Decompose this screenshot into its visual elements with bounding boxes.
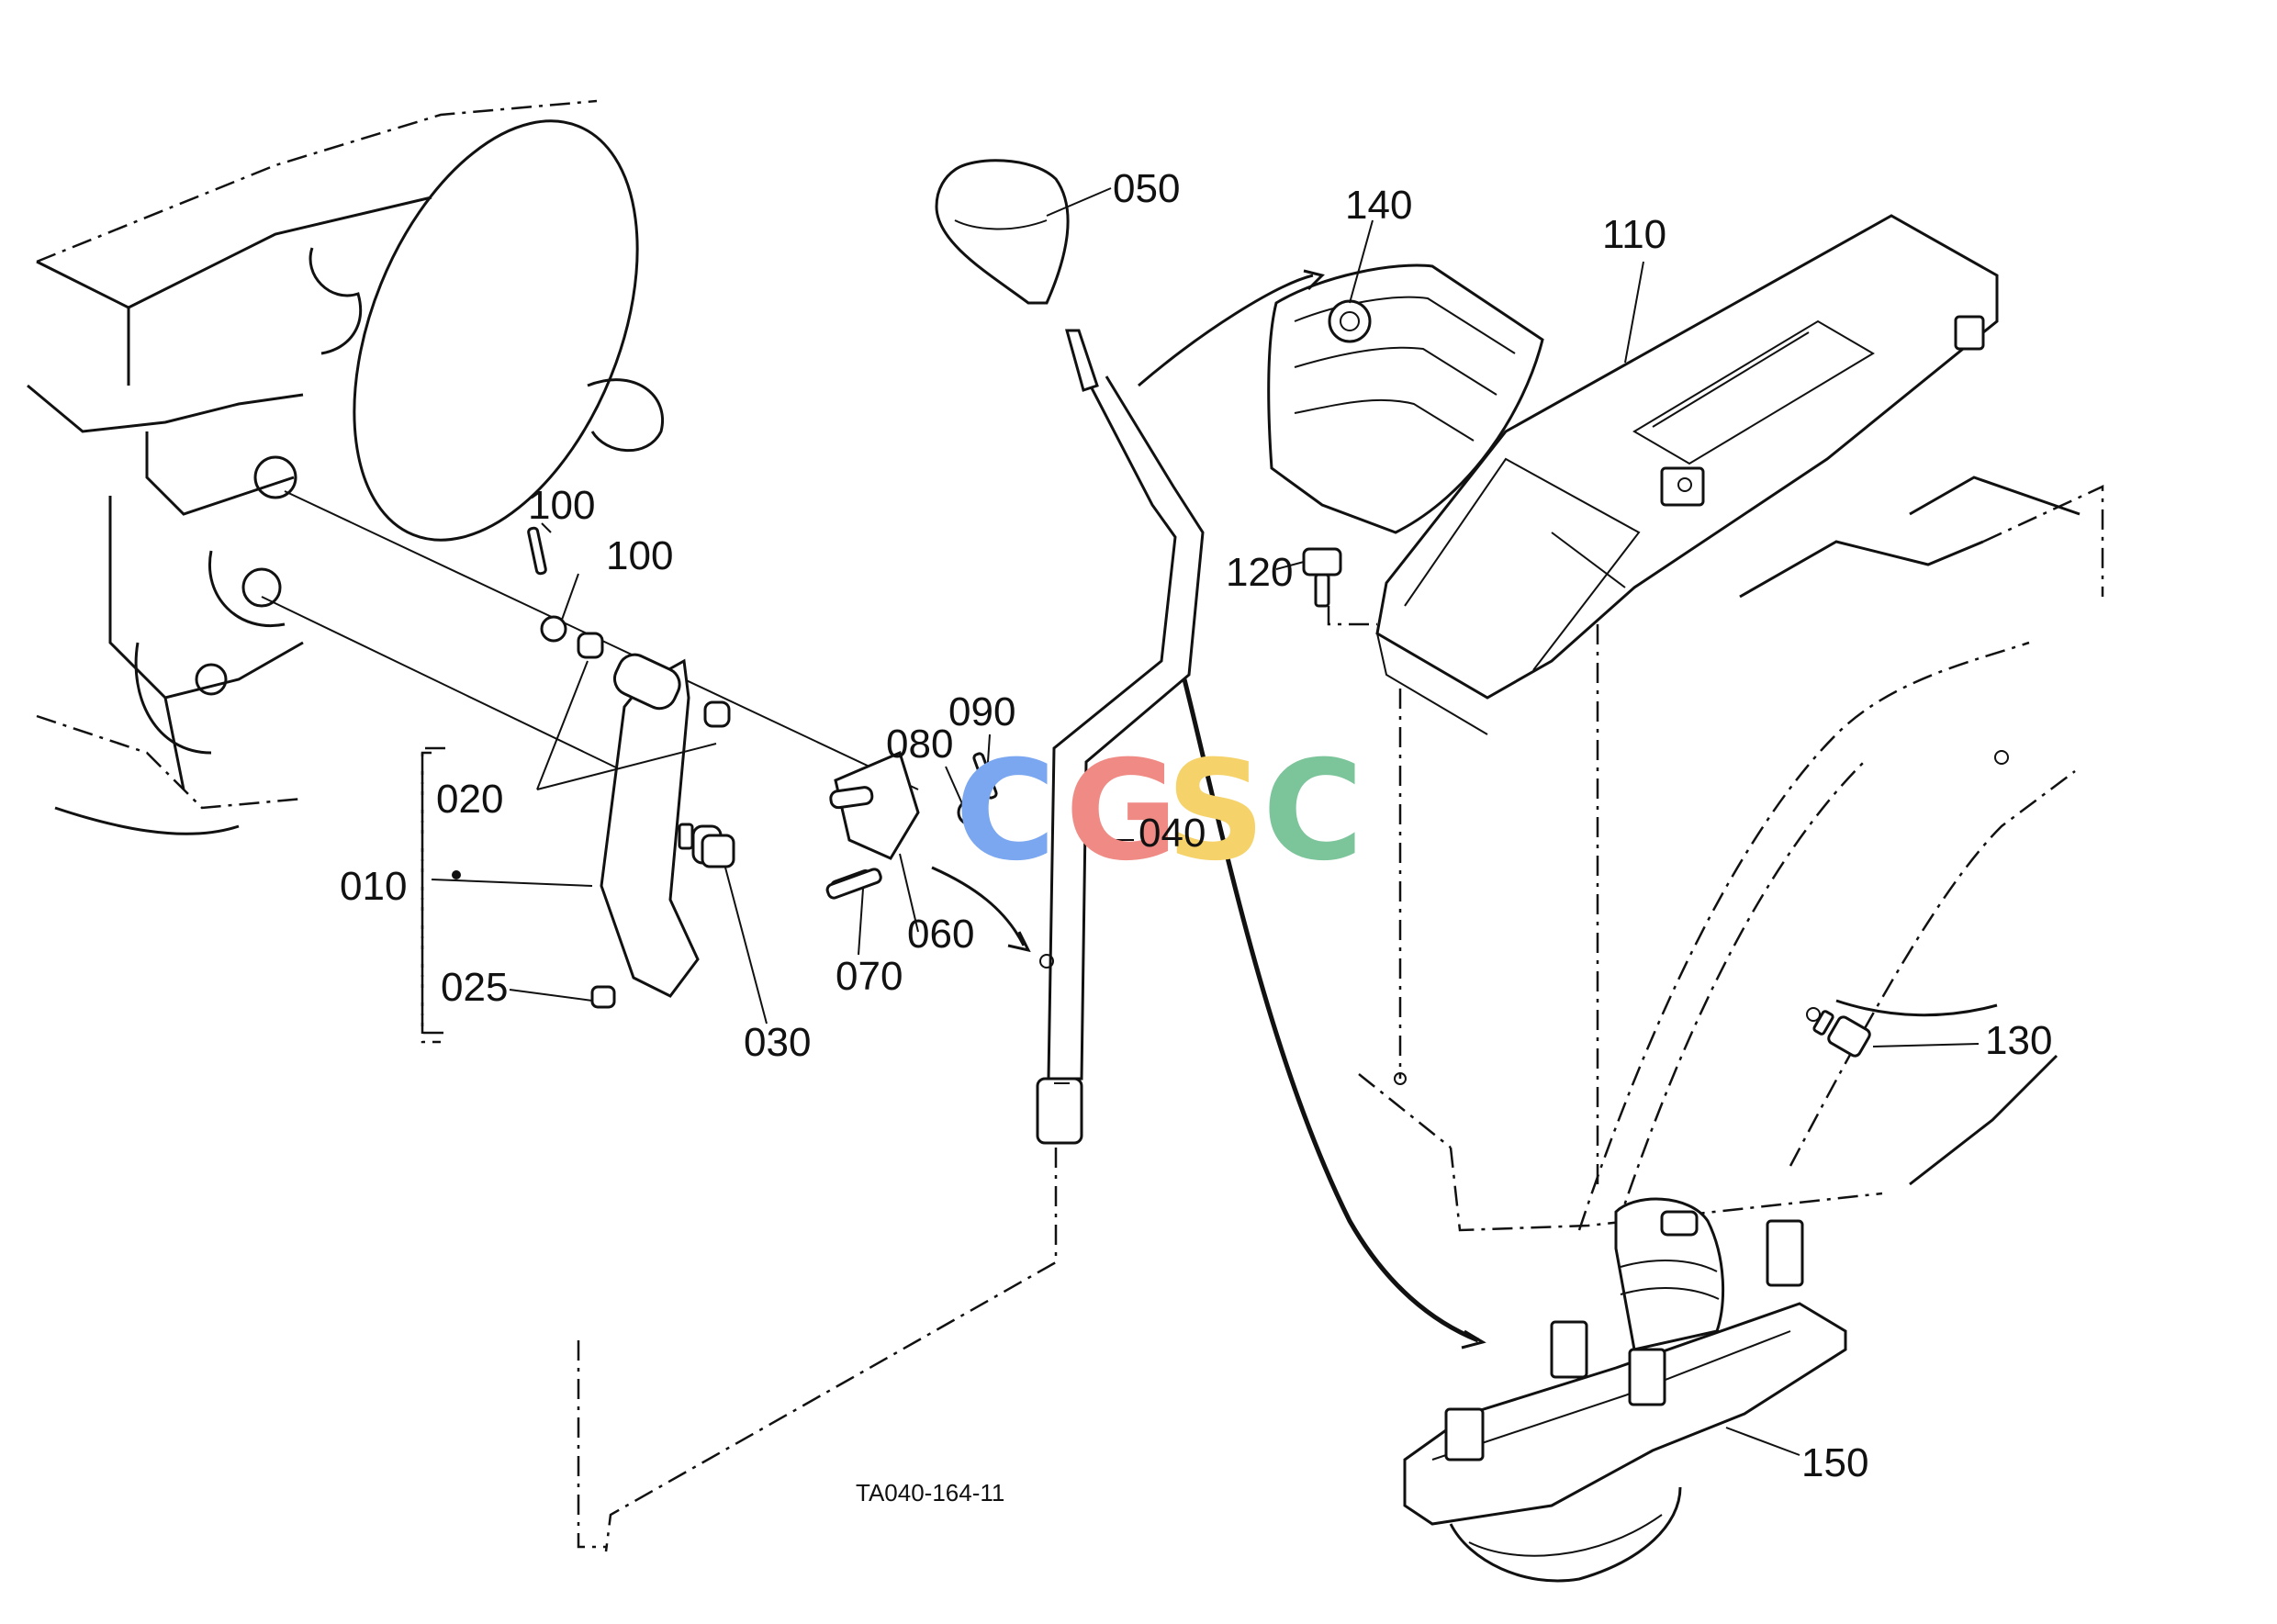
label-040: 040: [1138, 811, 1206, 856]
cab-frame: [1358, 476, 2104, 1232]
console-panel: [1375, 214, 1999, 735]
lower-boot: [1403, 1197, 1847, 1583]
label-050: 050: [1113, 166, 1180, 211]
label-130-upper: 120: [1226, 550, 1293, 595]
watermark-letter-1: C: [955, 732, 1056, 891]
watermark-letter-2: G: [1065, 732, 1178, 891]
part-labels: 050 140 110 120 130 150 040 100 100 020 …: [340, 166, 2052, 1506]
label-100: 100: [606, 533, 673, 578]
watermark-letter-3: S: [1166, 732, 1265, 891]
label-010: 010: [340, 864, 407, 909]
shift-cable: [1182, 678, 1479, 1343]
leader-lines: [431, 187, 1980, 1456]
label-130-lower: 130: [1985, 1018, 2052, 1063]
group-dot: [452, 870, 461, 879]
label-110: 100: [528, 483, 595, 528]
label-140: 140: [1345, 183, 1412, 228]
drawing-code: TA040-164-11: [856, 1479, 1004, 1506]
watermark-letter-4: C: [1262, 732, 1363, 891]
lever-boot: [1138, 263, 1544, 534]
label-060: 060: [907, 912, 974, 957]
label-025: 025: [441, 965, 508, 1010]
transmission-housing: [27, 99, 664, 835]
watermark: C G S C: [955, 732, 1363, 891]
label-090: 090: [948, 689, 1015, 734]
bolt-130-lower: [1812, 1010, 1871, 1058]
cable-arrow: [1461, 1329, 1486, 1350]
pin-070: [825, 868, 882, 900]
label-070: 070: [836, 954, 903, 999]
linkage-rod: [604, 1148, 1058, 1552]
bolt-130-upper: [1302, 547, 1377, 626]
bolt-030: [678, 823, 735, 868]
label-150: 150: [1801, 1440, 1868, 1485]
label-080: 080: [886, 722, 953, 767]
label-120: 110: [1602, 212, 1666, 257]
label-030: 030: [744, 1020, 811, 1065]
label-020: 020: [436, 777, 503, 822]
group-bracket: [421, 746, 445, 1035]
linkage-frame: [577, 1340, 606, 1549]
shift-lever: [935, 159, 1205, 1145]
